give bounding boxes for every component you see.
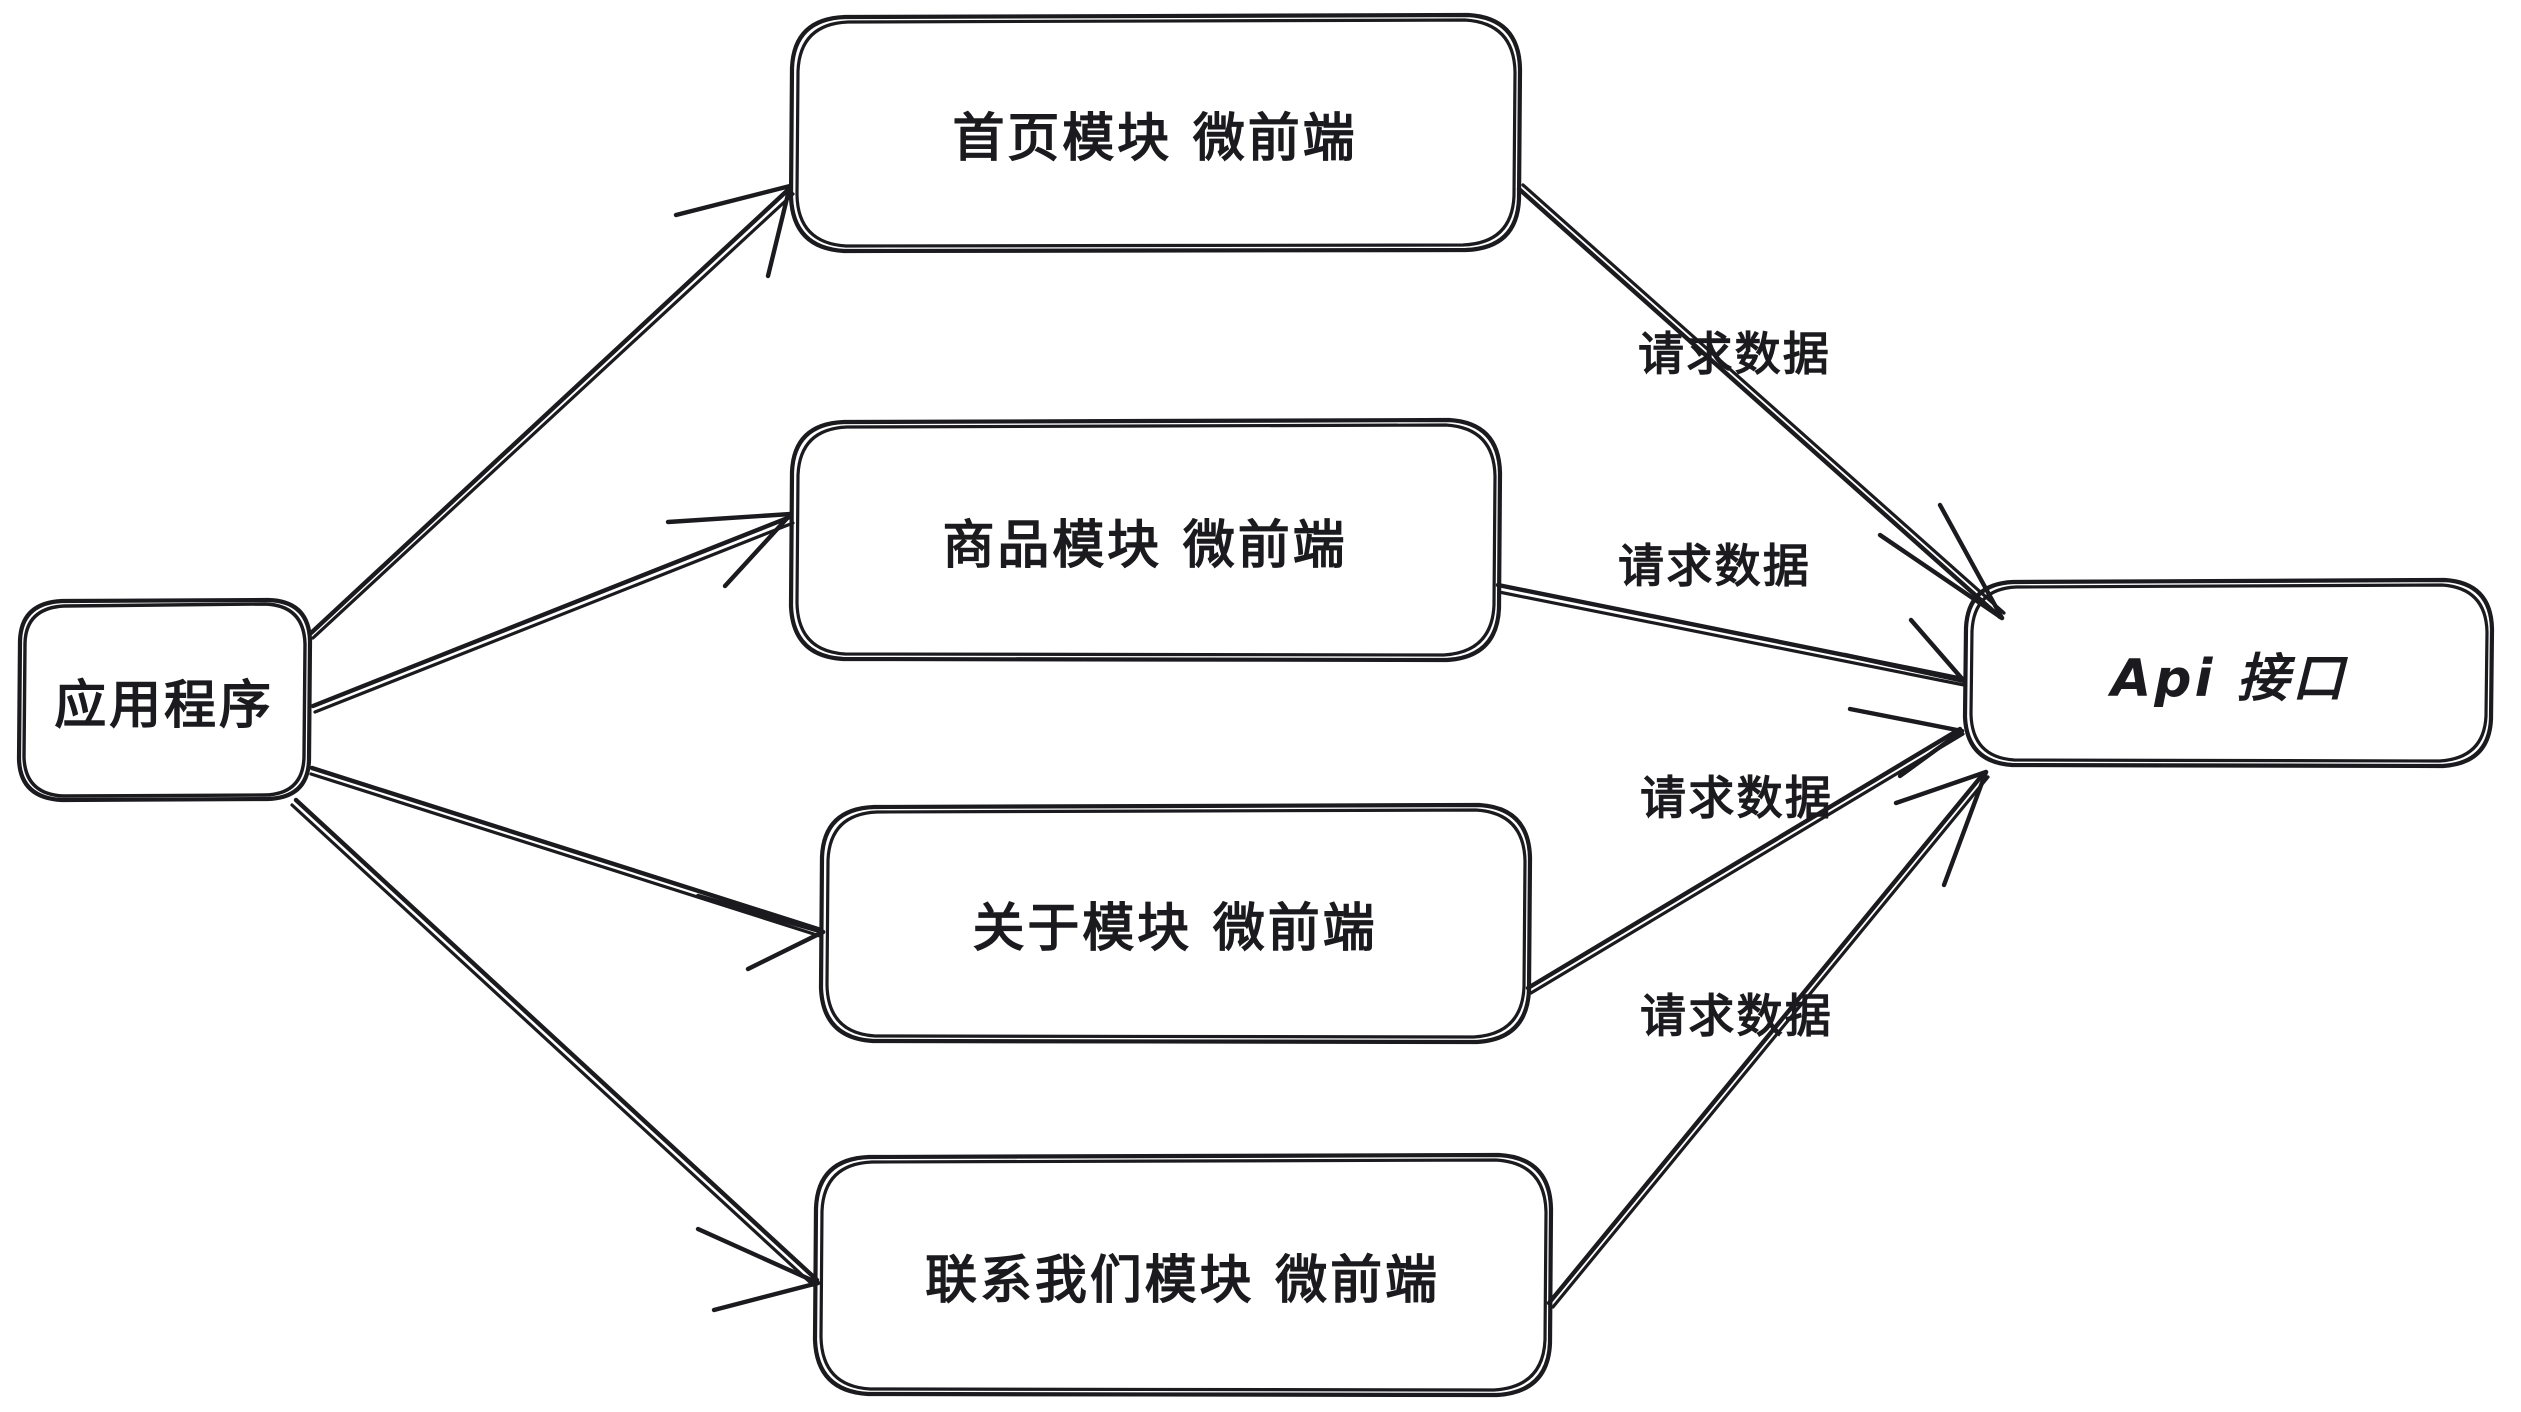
node-shape-api[interactable] <box>1962 577 2495 769</box>
edge-home-api[interactable] <box>1516 183 2006 621</box>
node-home[interactable] <box>790 15 1520 251</box>
node-api[interactable] <box>1965 580 2493 766</box>
node-shape-product[interactable] <box>788 417 1503 663</box>
node-contact[interactable] <box>815 1155 1550 1395</box>
edge-app-about[interactable] <box>309 765 826 972</box>
node-shape-home[interactable] <box>788 12 1523 254</box>
edge-product-api[interactable] <box>1495 582 1967 687</box>
node-shape-about[interactable] <box>818 802 1533 1045</box>
edge-app-home[interactable] <box>308 183 795 640</box>
node-shape-app[interactable] <box>16 597 313 803</box>
node-shape-contact[interactable] <box>812 1152 1554 1398</box>
node-product[interactable] <box>790 420 1500 660</box>
edge-app-product[interactable] <box>310 511 795 714</box>
edge-about-api[interactable] <box>1525 706 1965 995</box>
edge-contact-api[interactable] <box>1546 769 1990 1309</box>
node-about[interactable] <box>820 805 1530 1042</box>
edge-app-contact[interactable] <box>290 797 821 1313</box>
node-app[interactable] <box>18 600 310 800</box>
